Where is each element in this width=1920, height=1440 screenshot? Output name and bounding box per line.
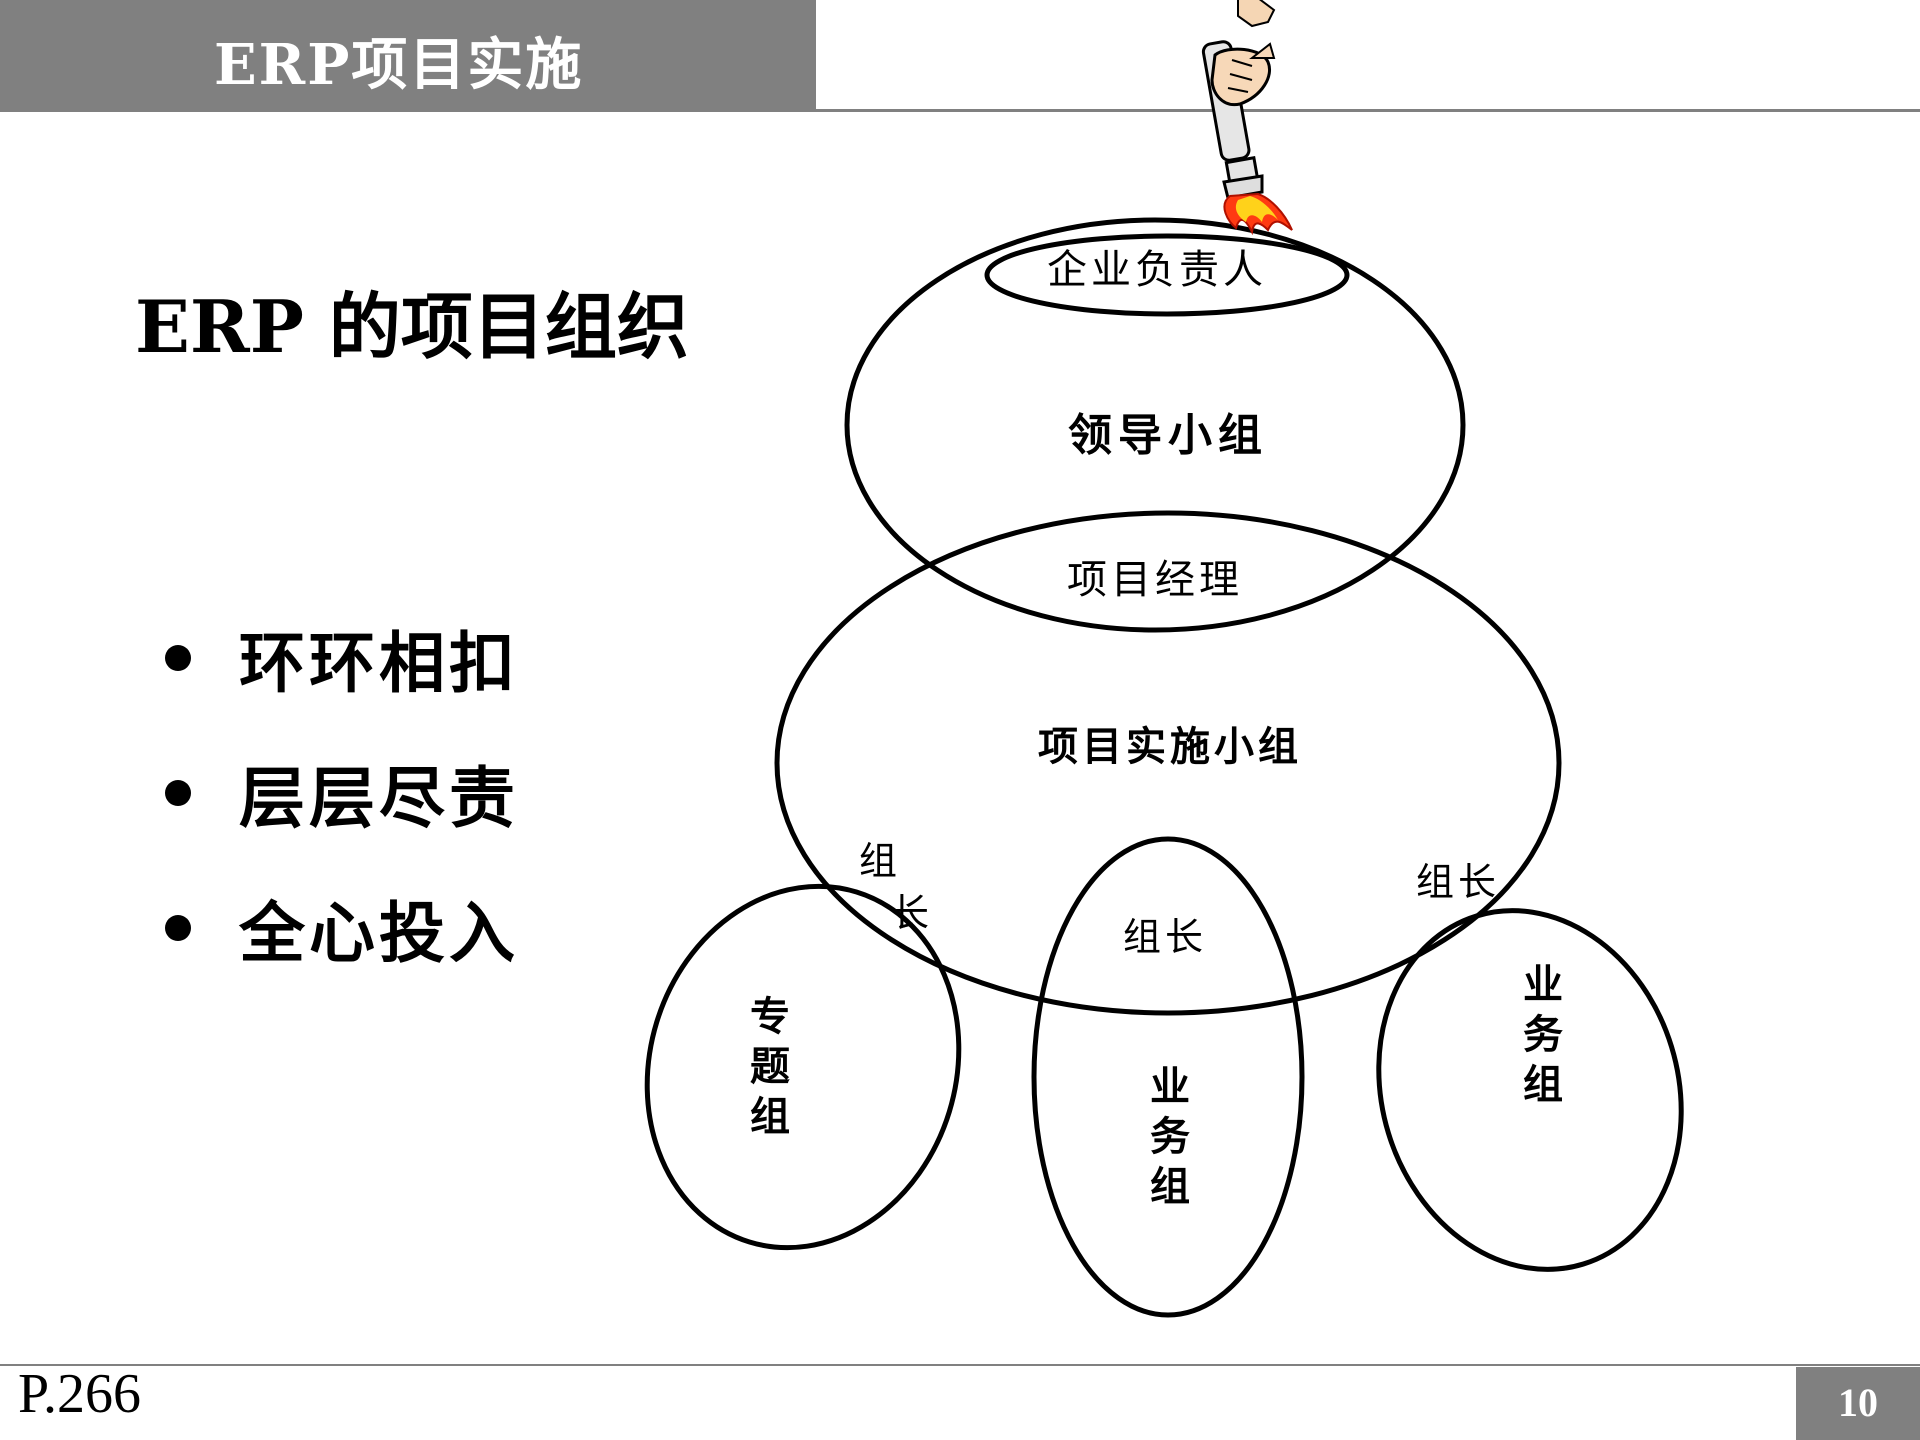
bullet-item: 全心投入 [165,860,519,995]
team-leader-left-label-1: 组 [859,839,897,883]
business-group-right-char: 组 [1523,1061,1563,1108]
torch-icon [1201,0,1293,236]
footer-divider [0,1364,1920,1366]
business-group-right-char: 务 [1523,1011,1563,1058]
business-group-right-ellipse [1376,908,1684,1272]
enterprise-leader-ellipse [984,233,1350,317]
bullet-text: 环环相扣 [239,623,519,702]
leadership-group-label: 领导小组 [1068,410,1268,461]
special-group-ellipse [644,883,962,1251]
bullet-list: 环环相扣 层层尽责 全心投入 [165,590,519,995]
team-leader-left-label-2: 长 [891,891,929,935]
bullet-text: 层层尽责 [239,758,519,837]
special-group-char: 题 [750,1043,790,1090]
bullet-item: 环环相扣 [165,590,519,725]
bullet-item: 层层尽责 [165,725,519,860]
business-group-center-ellipse [1031,836,1305,1318]
team-leader-center-label: 组长 [1123,915,1207,959]
page-number-box: 10 [1796,1367,1920,1440]
bullet-text: 全心投入 [239,893,519,972]
implementation-group-ellipse [774,510,1562,1016]
page-number: 10 [1838,1380,1878,1425]
special-group-char: 专 [750,993,790,1040]
business-group-center-char: 组 [1150,1163,1190,1210]
header-title: ERP项目实施 [214,32,584,98]
header-bar [0,0,816,112]
business-group-right-char: 业 [1523,961,1563,1008]
bullet-dot-icon [165,914,191,941]
special-group-char: 组 [750,1093,790,1140]
implementation-group-label: 项目实施小组 [1038,723,1302,770]
business-group-center-char: 务 [1150,1113,1190,1160]
bullet-dot-icon [165,779,191,806]
slide-heading: ERP 的项目组织 [135,284,689,369]
team-leader-right-label: 组长 [1416,860,1500,904]
enterprise-leader-label: 企业负责人 [1047,247,1267,293]
page-reference: P.266 [18,1363,141,1425]
header-divider [816,109,1920,112]
business-group-center-char: 业 [1150,1063,1190,1110]
leadership-group-ellipse [844,217,1466,633]
project-manager-label: 项目经理 [1067,557,1243,603]
bullet-dot-icon [165,644,191,671]
